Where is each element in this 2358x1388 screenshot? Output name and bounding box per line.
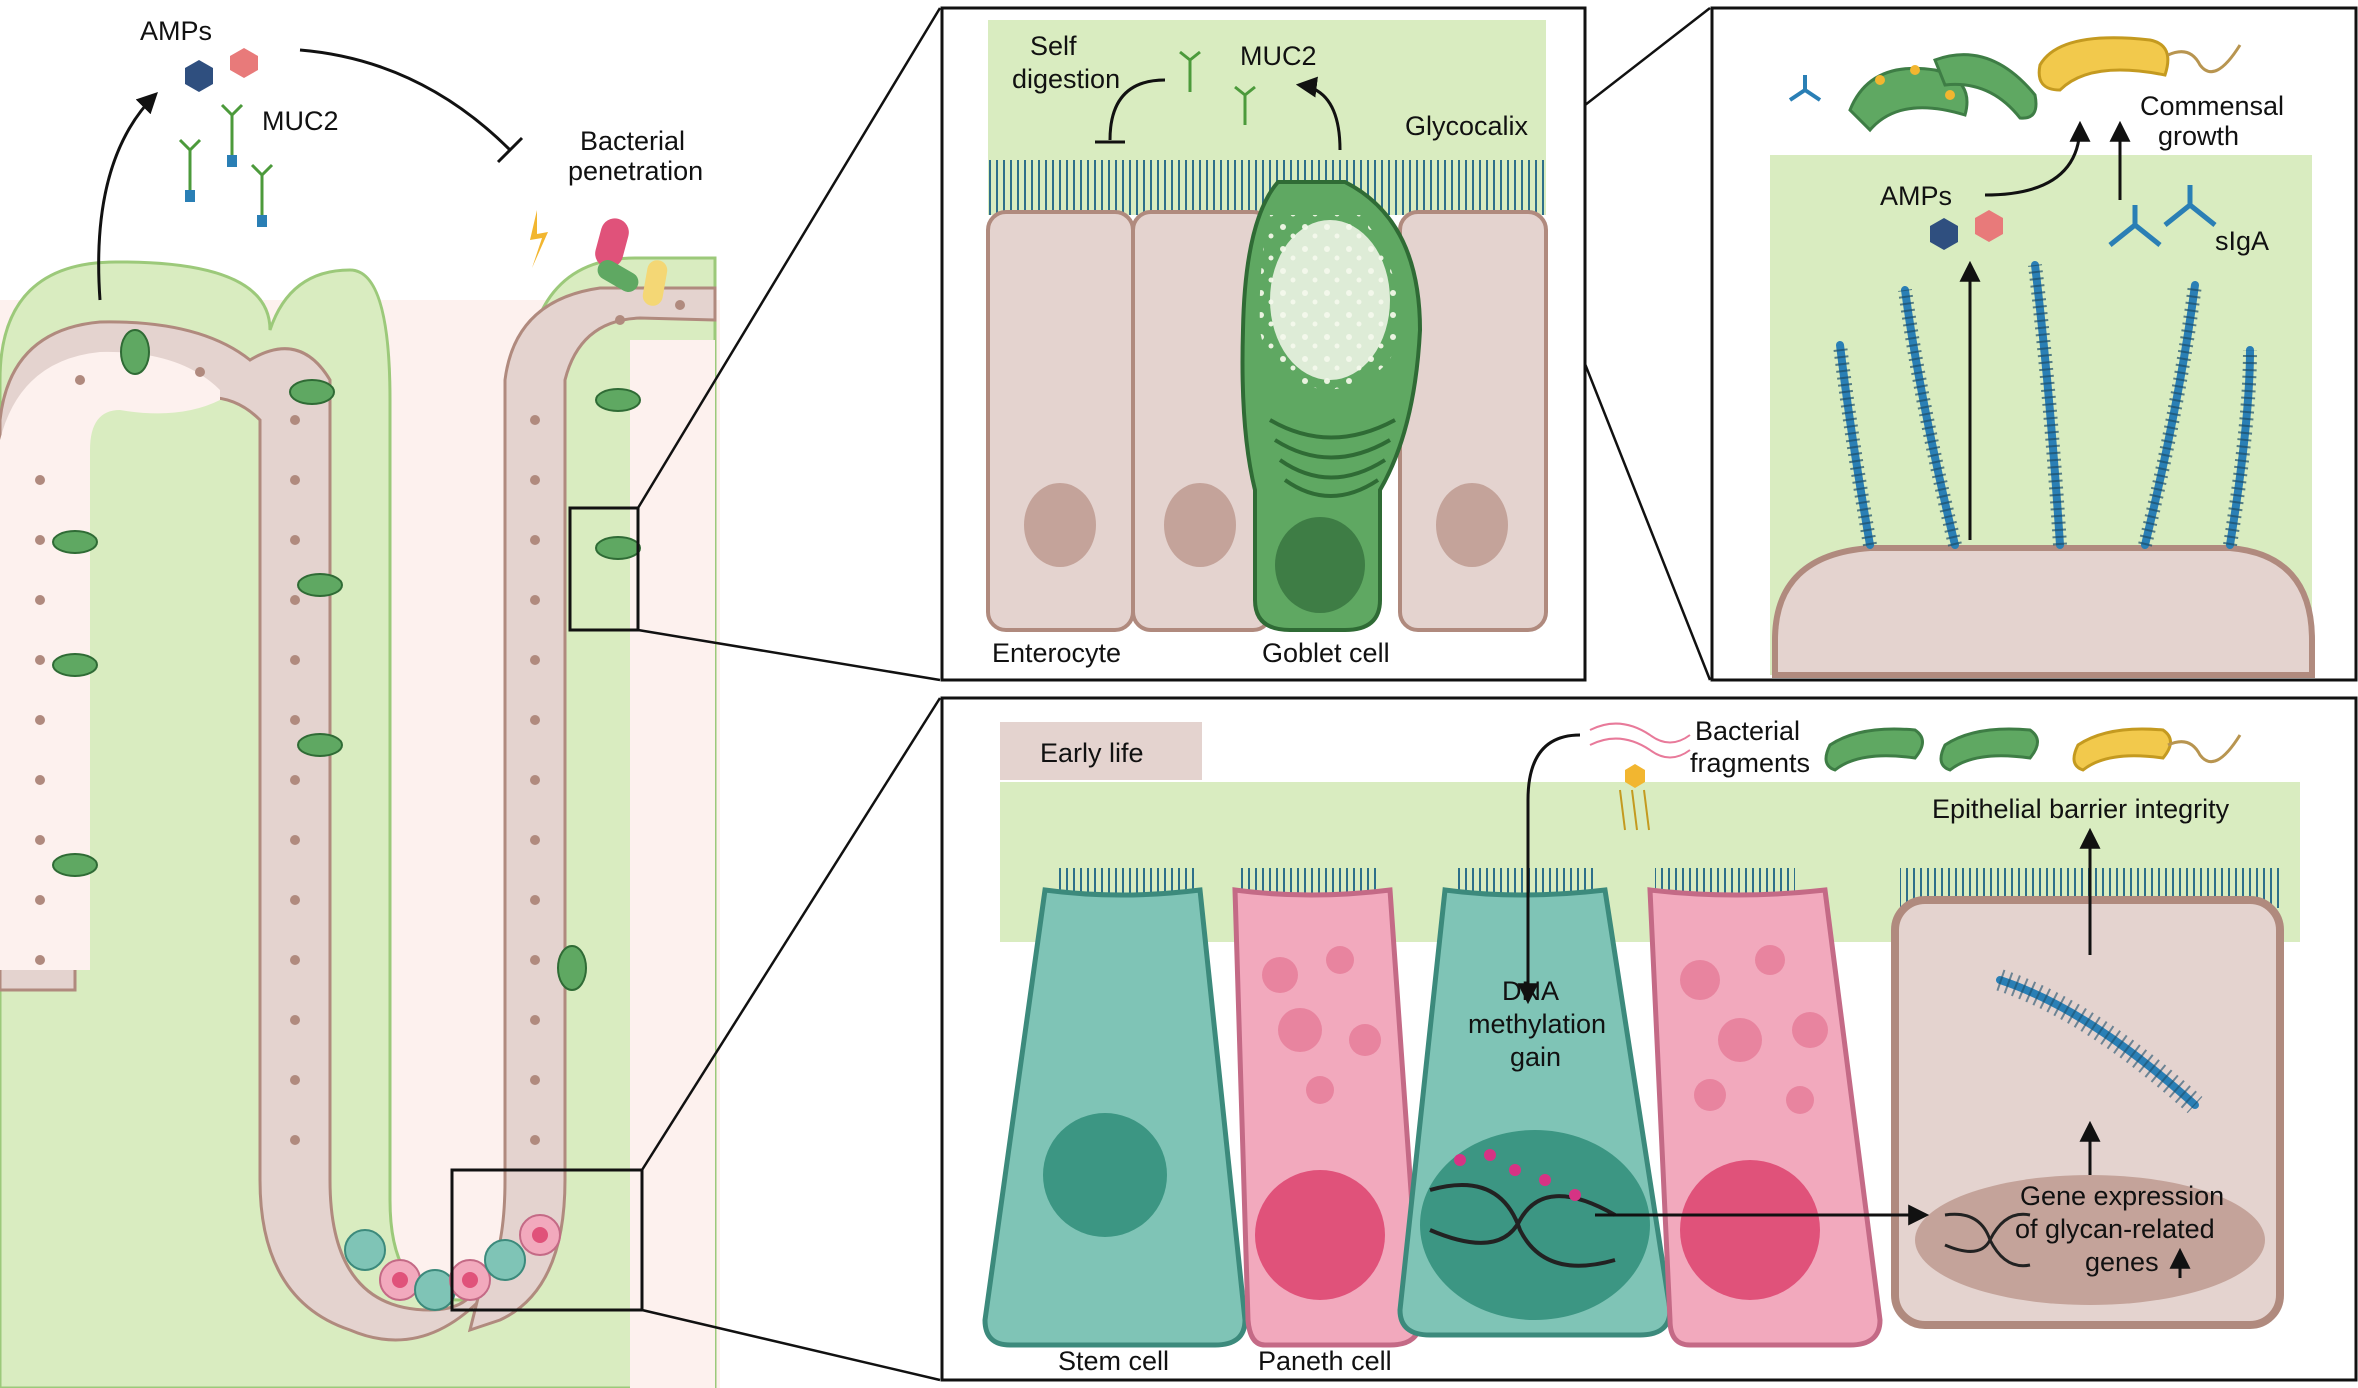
- epithelial-nuclei: [35, 300, 685, 1145]
- villus-epithelium-right: [467, 286, 717, 1333]
- goblet-muc2-label: MUC2: [1240, 41, 1317, 71]
- lamina-left: [0, 351, 220, 970]
- dna-line1: DNA: [1502, 976, 1559, 1006]
- gene-line3: genes: [2085, 1247, 2159, 1277]
- goblet-golgi: [1268, 418, 1396, 498]
- commensal-line2: growth: [2158, 121, 2239, 151]
- fragments-line2: fragments: [1690, 748, 1810, 778]
- zoom-box-goblet: [568, 506, 640, 632]
- amp-hexagon-icon: [185, 60, 213, 92]
- self-digestion-line2: digestion: [1012, 64, 1120, 94]
- stem-cell-label: Stem cell: [1058, 1346, 1169, 1376]
- surface-amps-label: AMPs: [1880, 181, 1952, 211]
- mucus-layer: [0, 256, 717, 1388]
- secretion-arrow: [97, 92, 158, 301]
- panel-early-life: Early life DNA methylation: [940, 696, 2358, 1382]
- dna-line3: gain: [1510, 1042, 1561, 1072]
- commensal-bacteria-icon: [1824, 727, 2242, 772]
- bacterial-fragments-icon: [1589, 722, 1691, 831]
- barrier-label: Epithelial barrier integrity: [1932, 794, 2230, 824]
- early-glycan-bristle: [1996, 969, 2203, 1114]
- fragments-down-arrow: [1517, 733, 1581, 1005]
- goblet-muc2-glycan-icon: [1179, 50, 1256, 125]
- villus-goblet-cells: [52, 329, 641, 991]
- early-life-label: Early life: [1040, 738, 1144, 768]
- surface-enterocyte: [1772, 545, 2315, 678]
- enterocyte-nucleus-3: [1436, 483, 1508, 567]
- gene-line1: Gene expression: [2020, 1181, 2224, 1211]
- surface-amp-salmon-icon: [1975, 210, 2003, 242]
- amps-to-commensal-arrow: [1984, 120, 2091, 197]
- paneth-cell-label: Paneth cell: [1258, 1346, 1392, 1376]
- paneth-nucleus-1: [1255, 1170, 1385, 1300]
- gene-dna-icon: [1944, 1212, 2031, 1268]
- enterocyte-nucleus-1: [1024, 483, 1096, 567]
- early-life-panel-frame: [940, 696, 2358, 1382]
- inhibition-bar: [496, 136, 524, 164]
- lamina-right: [630, 340, 715, 1388]
- commensal-bacterium-icon: [2037, 36, 2242, 92]
- surface-amp-navy-icon: [1930, 218, 1958, 250]
- sigA-label: sIgA: [2215, 226, 2269, 256]
- paneth-nucleus-2: [1680, 1160, 1820, 1300]
- enterocyte-label: Enterocyte: [992, 638, 1121, 668]
- goblet-cell-label: Goblet cell: [1262, 638, 1390, 668]
- dna-line2: methylation: [1468, 1009, 1606, 1039]
- muc2-glycan-icon: [178, 103, 274, 215]
- paneth-granules-2: [1680, 945, 1828, 1114]
- bacterial-penetration-line1: Bacterial: [580, 126, 685, 156]
- stem-center-nucleus: [1420, 1130, 1650, 1320]
- self-digestion-arrow: [1108, 78, 1166, 141]
- inhibition-line: [299, 48, 512, 152]
- muc2-secretion-arrow: [1295, 76, 1342, 151]
- villus-amps-label: AMPs: [140, 16, 212, 46]
- self-digestion-line1: Self: [1030, 31, 1077, 61]
- enterocyte-nucleus-2: [1164, 483, 1236, 567]
- coated-bacteria-icon: [1788, 53, 2038, 133]
- amp-hexagon-salmon-icon: [230, 48, 258, 78]
- early-enterocyte-nucleus: [1915, 1175, 2265, 1305]
- sigA-antibody-icon: [2108, 185, 2217, 247]
- enterocyte-cell-1: [986, 210, 1135, 632]
- villus-muc2-label: MUC2: [262, 106, 339, 136]
- penetrating-bacteria-icon: [530, 210, 668, 306]
- goblet-panel-frame: [940, 6, 1587, 682]
- enterocyte-cell-3: [1398, 210, 1548, 632]
- commensal-line1: Commensal: [2140, 91, 2284, 121]
- villus-overview: AMPs MUC2 Bacterial penetration: [0, 16, 720, 1388]
- crypt-base-cells: [344, 1214, 561, 1311]
- paneth-granules-1: [1262, 946, 1381, 1104]
- panel-surface: AMPs sIgA Commensal growth: [1710, 6, 2358, 682]
- goblet-nucleus: [1275, 517, 1365, 613]
- zoom-connectors: [636, 7, 1712, 1382]
- panel-goblet-cell: Self digestion MUC2 Glycocalix Enterocyt…: [940, 6, 1587, 682]
- fragments-line1: Bacterial: [1695, 716, 1800, 746]
- gene-line2: of glycan-related: [2015, 1214, 2215, 1244]
- glycan-bristles: [1833, 264, 2257, 547]
- glycocalix-label: Glycocalix: [1405, 111, 1529, 141]
- muc2-glycan-blue-icon: [185, 155, 267, 227]
- zoom-box-crypt: [450, 1168, 644, 1312]
- surface-panel-frame: [1710, 6, 2358, 682]
- bacterial-penetration-line2: penetration: [568, 156, 703, 186]
- early-life-tab: [1000, 722, 1202, 780]
- stem-cell-nucleus: [1043, 1113, 1167, 1237]
- methyl-marks: [1454, 1149, 1581, 1201]
- goblet-granules: [1270, 220, 1390, 380]
